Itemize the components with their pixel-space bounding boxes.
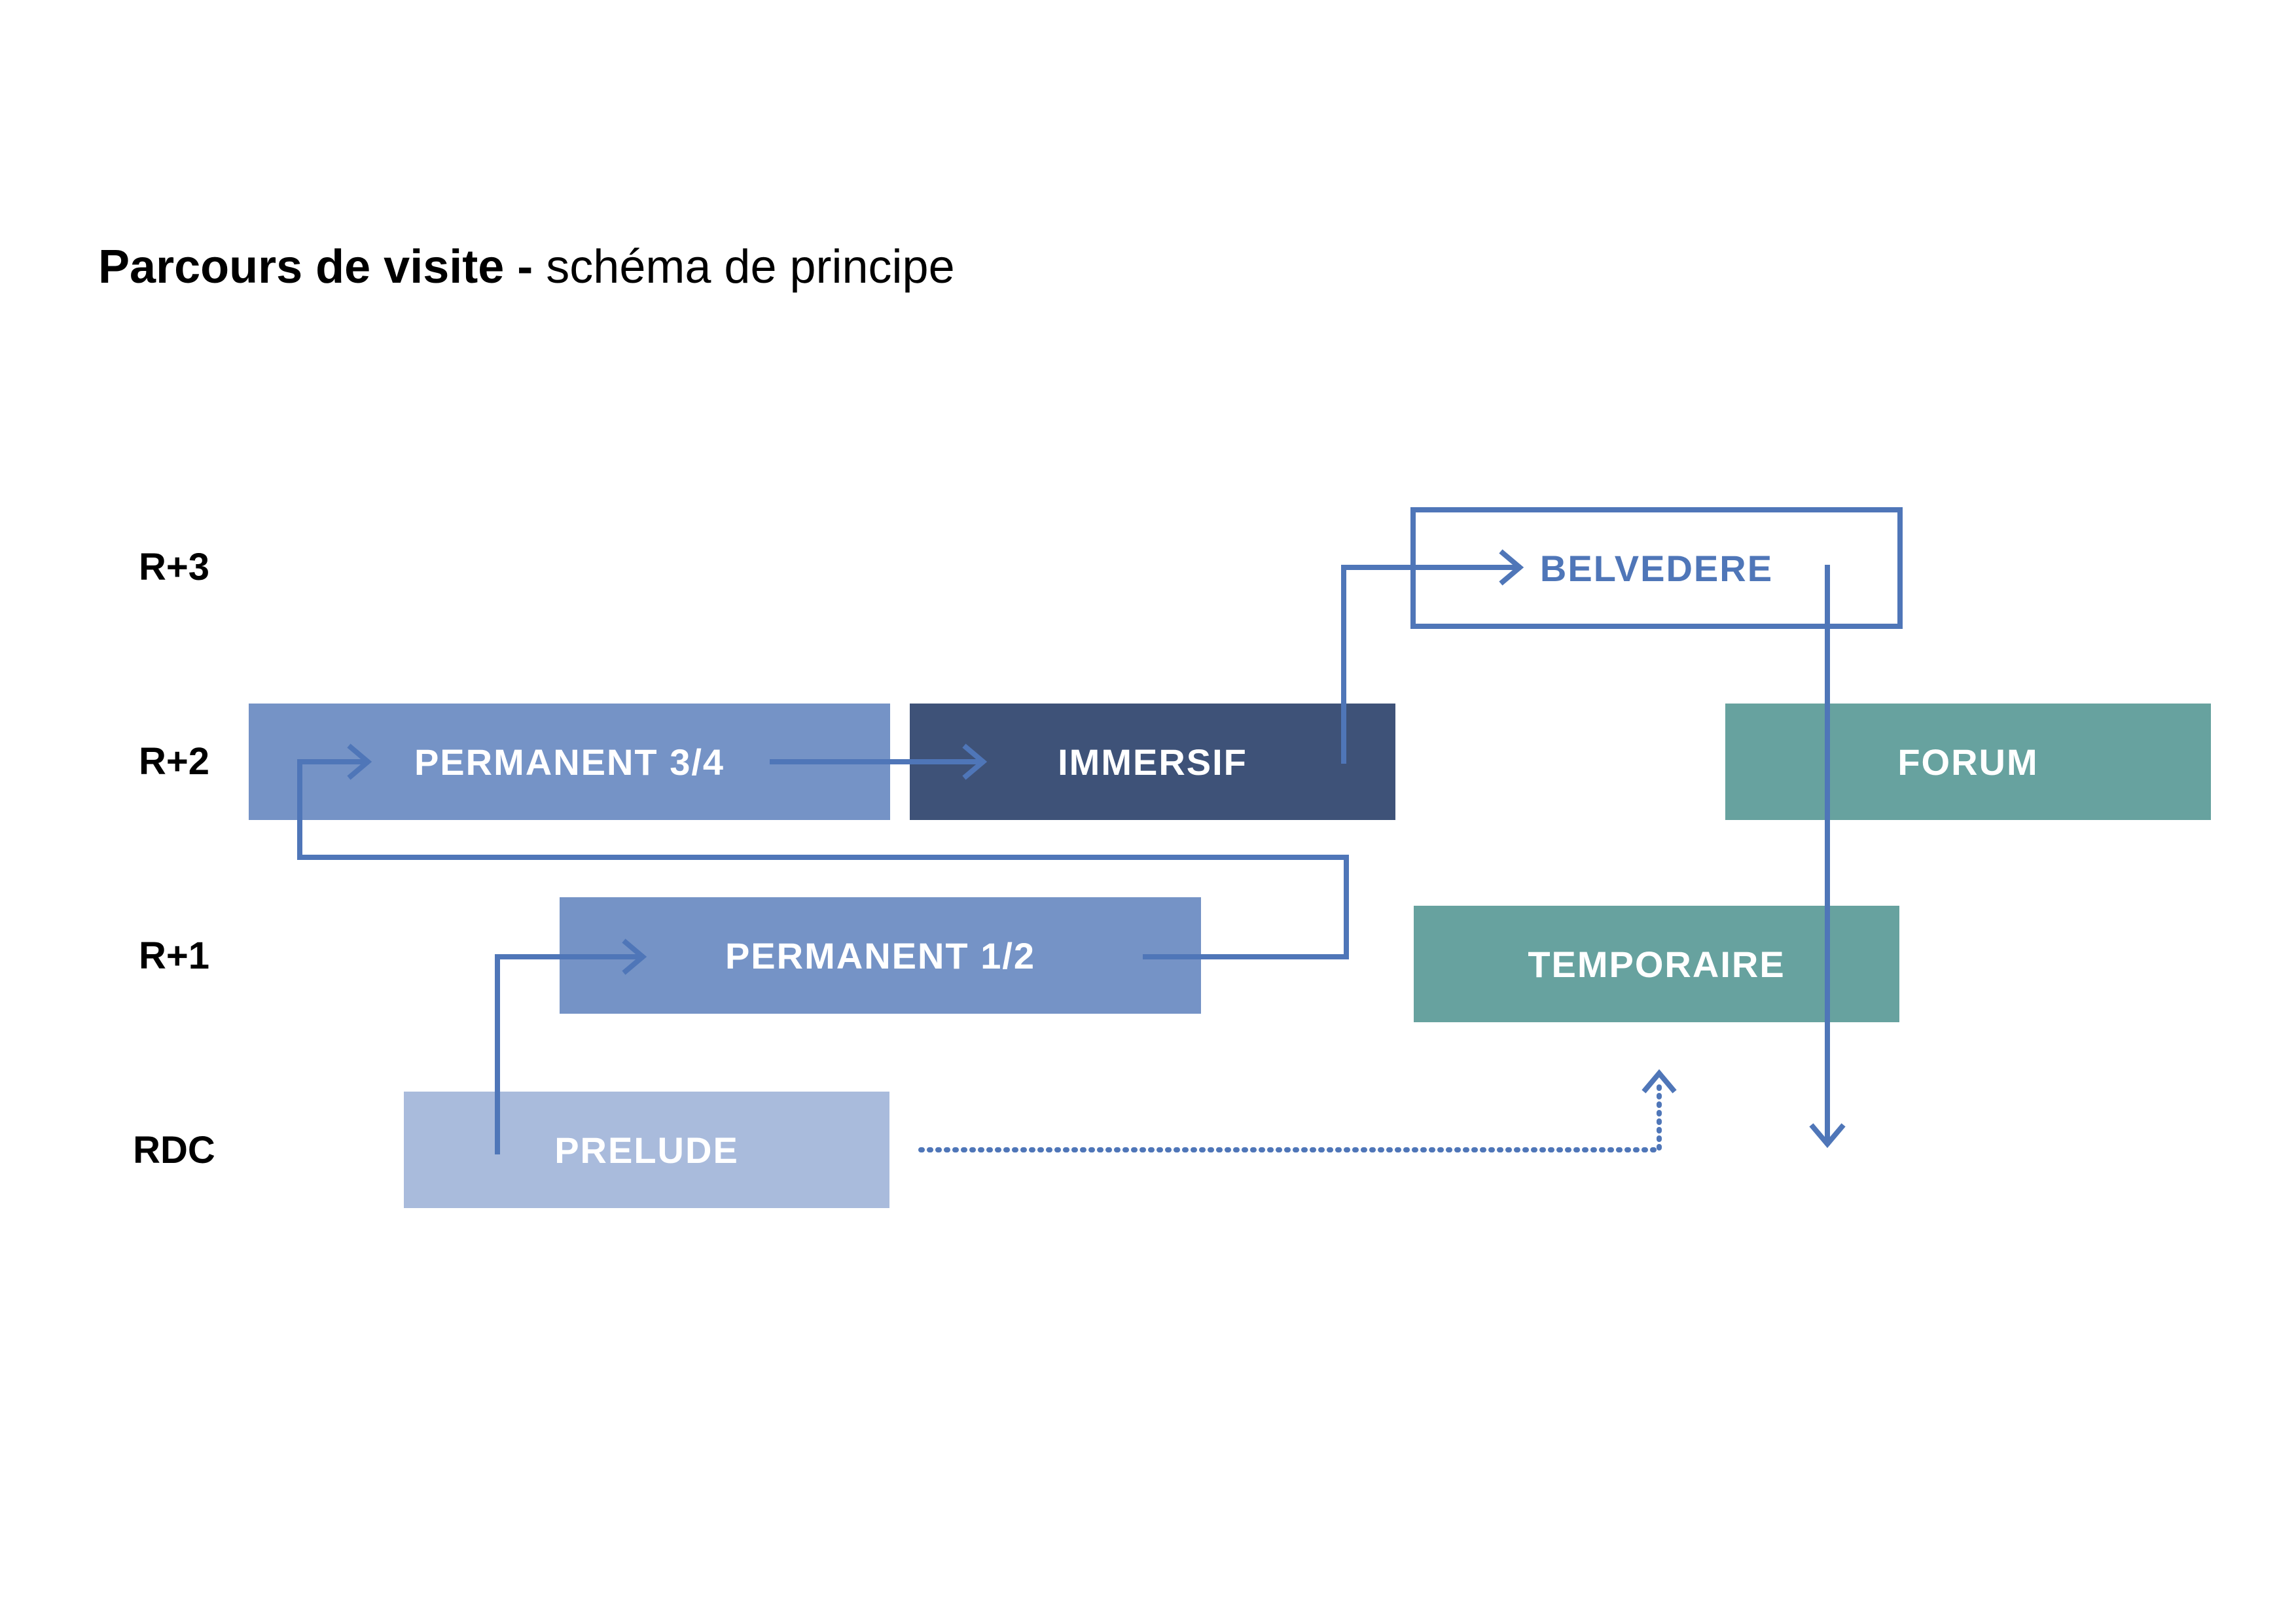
- title-light: schéma de principe: [546, 241, 955, 293]
- arrow-head-temporaire: [1641, 1069, 1677, 1094]
- block-immersif-label: IMMERSIF: [1058, 741, 1247, 783]
- block-permanent-12: PERMANENT 1/2: [560, 897, 1201, 1014]
- block-permanent-12-label: PERMANENT 1/2: [725, 935, 1036, 976]
- block-belvedere: BELVEDERE: [1410, 507, 1903, 629]
- level-label-rdc: RDC: [133, 1129, 215, 1171]
- block-permanent-34-label: PERMANENT 3/4: [414, 741, 725, 783]
- block-forum: FORUM: [1725, 704, 2211, 820]
- arrow-head-down: [1809, 1123, 1846, 1149]
- block-prelude-label: PRELUDE: [554, 1129, 739, 1171]
- level-label-r3: R+3: [138, 546, 209, 588]
- block-belvedere-label: BELVEDERE: [1539, 547, 1774, 589]
- level-label-r2: R+2: [138, 740, 209, 783]
- title-bold: Parcours de visite -: [98, 241, 533, 293]
- block-forum-label: FORUM: [1897, 741, 2039, 783]
- dotted-path-prelude-to-temporaire: [918, 1077, 1662, 1152]
- block-permanent-34: PERMANENT 3/4: [249, 704, 890, 820]
- level-label-r1: R+1: [138, 935, 209, 977]
- page-title: Parcours de visite - schéma de principe: [98, 239, 955, 295]
- block-temporaire: TEMPORAIRE: [1414, 906, 1899, 1022]
- block-immersif: IMMERSIF: [910, 704, 1395, 820]
- block-temporaire-label: TEMPORAIRE: [1528, 943, 1785, 985]
- block-prelude: PRELUDE: [404, 1092, 889, 1208]
